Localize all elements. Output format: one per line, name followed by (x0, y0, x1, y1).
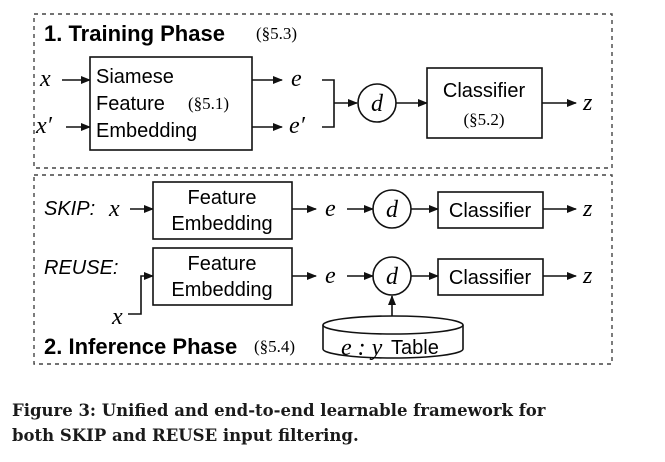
ey-table-math: e : y (341, 335, 383, 361)
training-input-x-prime: x′ (35, 113, 53, 139)
siamese-label-line3: Embedding (96, 120, 197, 142)
training-distance-label: d (371, 91, 384, 117)
reuse-distance-label: d (386, 264, 399, 290)
training-classifier-label: Classifier (443, 80, 526, 102)
skip-output-z: z (582, 196, 593, 222)
siamese-label-line1: Siamese (96, 66, 174, 88)
reuse-embedding-line1: Feature (188, 253, 257, 275)
training-e-label: e (291, 66, 302, 92)
skip-mode-label: SKIP: (44, 198, 95, 220)
skip-embedding-line2: Embedding (171, 213, 272, 235)
siamese-embedding-box (89, 56, 253, 151)
training-phase-frame (33, 13, 613, 169)
reuse-mode-label: REUSE: (44, 257, 118, 279)
reuse-input-x: x (111, 304, 123, 330)
caption-line-1: Figure 3: Unified and end-to-end learnab… (12, 401, 546, 420)
skip-input-x: x (108, 196, 120, 222)
training-e-prime-label: e′ (289, 113, 306, 139)
ey-table-label: Table (391, 337, 439, 359)
inference-phase-frame (33, 174, 613, 365)
skip-embedding-box (152, 181, 293, 240)
ey-table-top (322, 315, 464, 335)
training-phase-title: 1. Training Phase (44, 21, 225, 46)
training-input-x: x (39, 66, 51, 92)
reuse-e-label: e (325, 263, 336, 289)
siamese-label-line2: Feature (96, 93, 165, 115)
skip-classifier-label: Classifier (449, 200, 532, 222)
training-classifier-ref: (§5.2) (463, 110, 504, 129)
training-phase-ref: (§5.3) (256, 24, 297, 43)
caption-line-2: both SKIP and REUSE input filtering. (12, 426, 359, 445)
ey-table-cylinder: e : y Table (322, 315, 464, 361)
embedding-merge-bracket (322, 79, 335, 128)
skip-distance-label: d (386, 197, 399, 223)
reuse-pipeline: REUSE: x Feature Embedding e d Classifie… (44, 247, 593, 361)
inference-phase-ref: (§5.4) (254, 337, 295, 356)
reuse-embedding-line2: Embedding (171, 279, 272, 301)
skip-pipeline: SKIP: x Feature Embedding e d Classifier… (44, 181, 593, 240)
reuse-input-arrow (128, 272, 154, 315)
reuse-output-z: z (582, 263, 593, 289)
skip-embedding-line1: Feature (188, 187, 257, 209)
reuse-classifier-box (437, 258, 544, 296)
figure-caption: Figure 3: Unified and end-to-end learnab… (12, 398, 657, 448)
inference-phase-panel: SKIP: x Feature Embedding e d Classifier… (33, 174, 613, 365)
inference-phase-title: 2. Inference Phase (44, 334, 237, 359)
skip-classifier-box (437, 191, 544, 229)
training-output-z: z (582, 90, 593, 116)
reuse-classifier-label: Classifier (449, 267, 532, 289)
skip-e-label: e (325, 196, 336, 222)
training-phase-panel: 1. Training Phase (§5.3) x x′ Siamese Fe… (33, 13, 613, 169)
siamese-label-ref: (§5.1) (188, 94, 229, 113)
